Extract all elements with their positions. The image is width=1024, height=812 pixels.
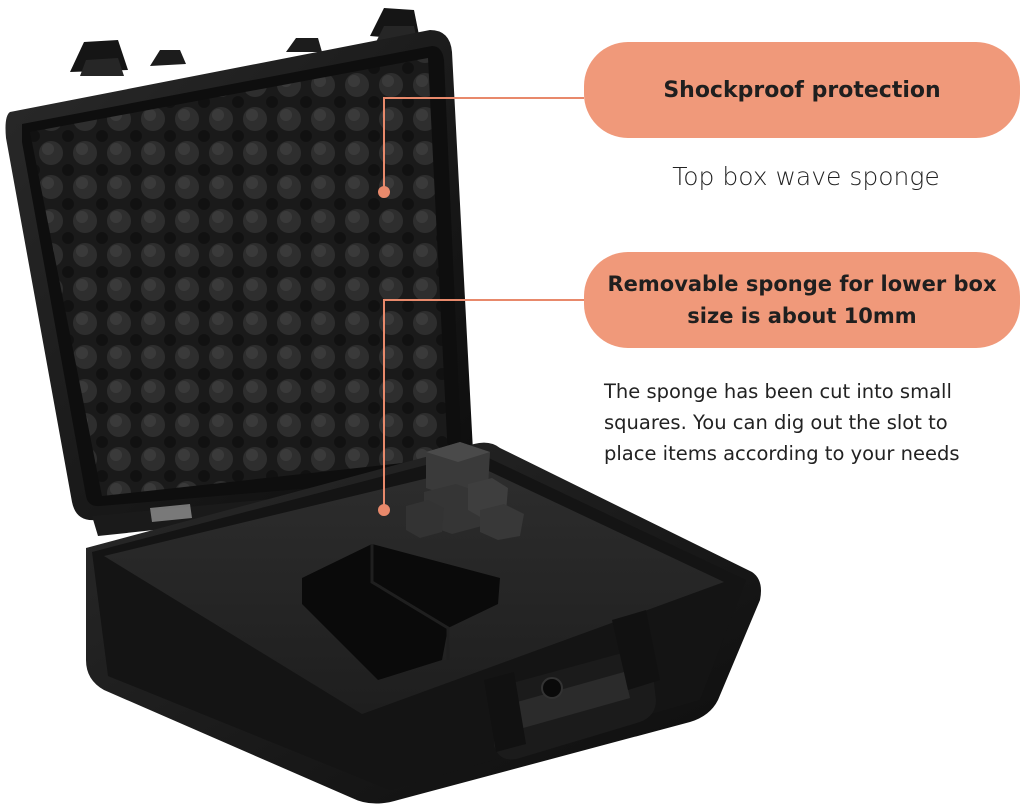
shockproof-title: Shockproof protection bbox=[663, 77, 941, 103]
lid-wave-sponge bbox=[30, 58, 448, 496]
removed-foam-cubes bbox=[406, 442, 524, 540]
removable-sponge-label: Removable sponge for lower box size is a… bbox=[584, 252, 1020, 348]
removable-sponge-title-line-1: Removable sponge for lower box bbox=[607, 272, 997, 296]
callout-dot-base bbox=[378, 504, 390, 516]
front-handle bbox=[484, 610, 660, 760]
shockproof-protection-label: Shockproof protection bbox=[584, 42, 1020, 138]
callout-leader-lines bbox=[383, 97, 584, 510]
sponge-description-line-1: The sponge has been cut into small bbox=[604, 380, 952, 403]
foam-cutout-slot bbox=[302, 544, 500, 680]
top-box-caption: Top box wave sponge bbox=[600, 162, 1012, 191]
removable-sponge-title-line-2: size is about 10mm bbox=[687, 304, 917, 328]
sponge-description: The sponge has been cut into small squar… bbox=[604, 376, 1020, 469]
sponge-description-line-2: squares. You can dig out the slot to bbox=[604, 411, 948, 434]
sponge-description-line-3: place items according to your needs bbox=[604, 442, 960, 465]
callout-dot-lid bbox=[378, 186, 390, 198]
top-box-caption-text: Top box wave sponge bbox=[672, 162, 940, 191]
